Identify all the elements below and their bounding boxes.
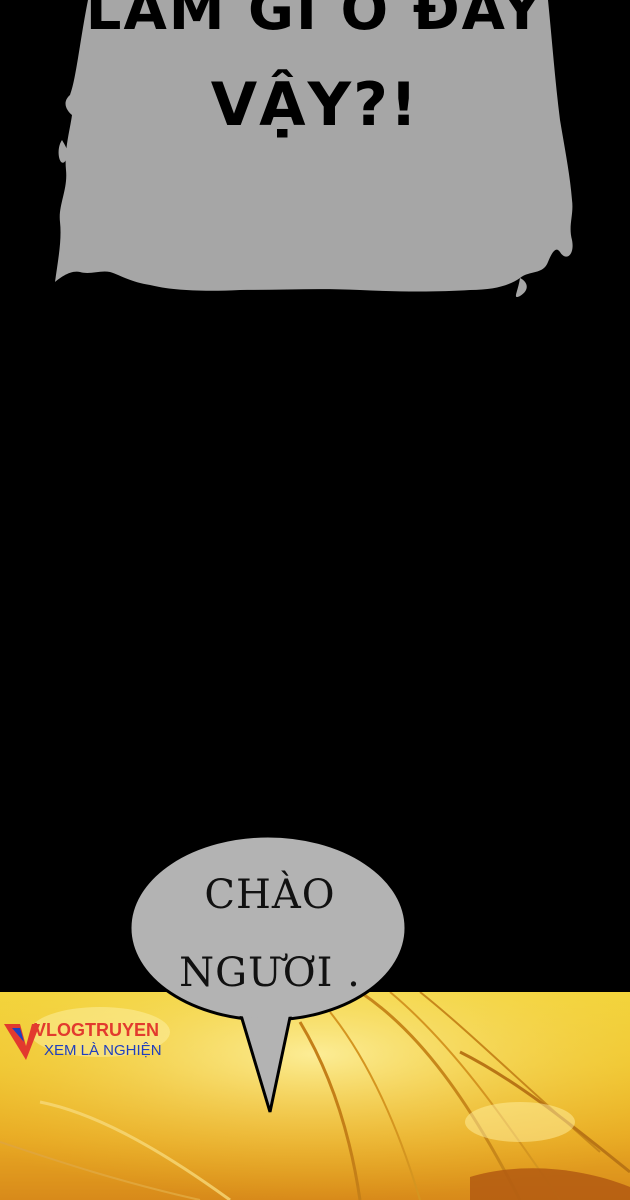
watermark-title: VLOGTRUYEN — [34, 1020, 160, 1040]
hair-strands-art — [0, 992, 630, 1200]
shout-text-line-1: LÀM GÌ Ở ĐÂY — [85, 0, 545, 43]
shout-bubble — [55, 0, 573, 298]
speech-text-line-1: CHÀO — [204, 872, 336, 918]
v-logo-icon — [4, 1024, 40, 1060]
watermark-subtitle: XEM LÀ NGHIỆN — [44, 1042, 162, 1059]
character-artwork — [0, 992, 630, 1200]
watermark-logo: VLOGTRUYEN XEM LÀ NGHIỆN — [2, 1020, 212, 1064]
speech-text-line-2: NGƯƠI . — [179, 950, 361, 996]
speech-bubble — [128, 834, 408, 1113]
shout-text-line-2: VẬY?! — [210, 70, 420, 140]
